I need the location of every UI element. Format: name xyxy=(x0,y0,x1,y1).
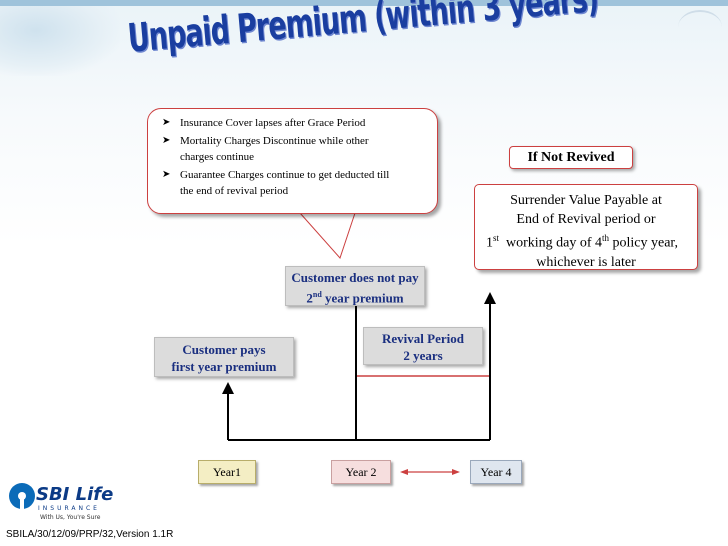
arrow-bullet-icon: ➤ xyxy=(162,117,171,128)
year1-label: Year1 xyxy=(198,460,256,484)
revival-period-label: Revival Period 2 years xyxy=(363,327,483,365)
arrow-bullet-icon: ➤ xyxy=(162,169,171,180)
sbi-logo-icon xyxy=(9,483,35,510)
logo-subtitle: INSURANCE xyxy=(38,505,100,512)
surrender-value-box: Surrender Value Payable at End of Reviva… xyxy=(474,184,698,270)
decorative-corner xyxy=(0,0,120,76)
bullet-item: ➤Insurance Cover lapses after Grace Peri… xyxy=(162,117,366,129)
year-range-arrow-left xyxy=(400,469,408,475)
logo-name: SBI Life xyxy=(36,484,114,505)
year4-arrowhead xyxy=(484,292,496,304)
top-bar xyxy=(0,0,728,6)
logo-tagline: With Us, You're Sure xyxy=(40,514,101,521)
callout-tail xyxy=(298,212,356,259)
customer-pays-label: Customer pays first year premium xyxy=(154,337,294,377)
footer-reference: SBILA/30/12/09/PRP/32,Version 1.1R xyxy=(6,529,174,540)
decorative-ring xyxy=(678,10,722,44)
bullet-item: ➤Mortality Charges Discontinue while oth… xyxy=(162,135,369,163)
year-range-arrow-right xyxy=(452,469,460,475)
year1-arrowhead xyxy=(222,382,234,394)
if-not-revived-label: If Not Revived xyxy=(509,146,633,169)
year2-label: Year 2 xyxy=(331,460,391,484)
year4-label: Year 4 xyxy=(470,460,522,484)
arrow-bullet-icon: ➤ xyxy=(162,135,171,146)
customer-does-not-pay-label: Customer does not pay 2nd year premium xyxy=(285,266,425,306)
consequences-callout: ➤Insurance Cover lapses after Grace Peri… xyxy=(147,108,438,214)
bullet-item: ➤Guarantee Charges continue to get deduc… xyxy=(162,169,390,197)
